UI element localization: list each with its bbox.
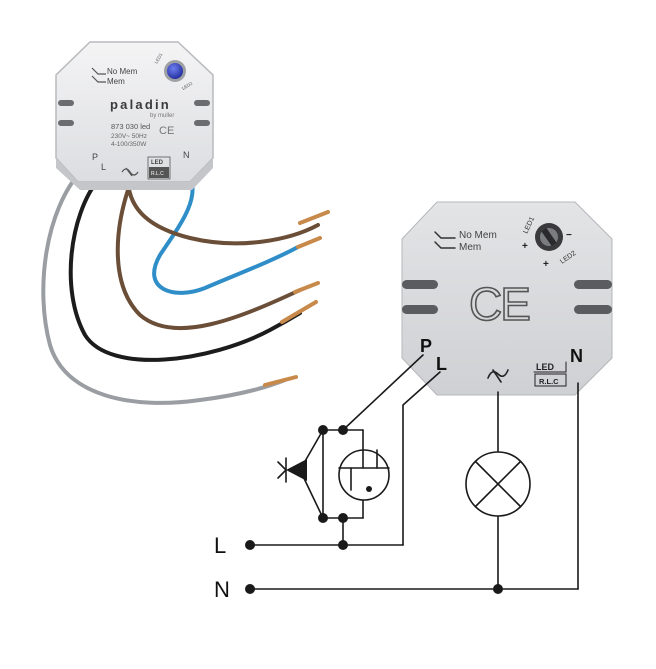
supply-n-label: N (214, 577, 230, 602)
wire-brown-short (126, 180, 320, 246)
schematic-terminal-p: P (420, 336, 432, 356)
schematic-vent-slot (402, 280, 438, 289)
schematic-terminal-l: L (436, 354, 447, 374)
wire-black-copper (280, 300, 318, 324)
product-power: 4-100/350W (111, 141, 147, 148)
wire-grey (41, 168, 287, 405)
wire-blue-copper (296, 236, 322, 249)
brand-sub: by muller (150, 113, 174, 119)
dimmer-knob (167, 63, 183, 79)
led-badge: LED R.L.C (147, 156, 171, 180)
junction-dots (245, 425, 503, 594)
wire-brown-long (115, 188, 302, 331)
diode-triangle (286, 459, 307, 481)
push-button-icon (338, 449, 390, 501)
schematic-vent-slot (574, 305, 612, 314)
module-side-shadow (56, 158, 213, 190)
schematic-load-symbol-icon (487, 369, 509, 383)
supply-l-label: L (214, 533, 226, 558)
schematic-vent-slot (402, 305, 438, 314)
terminal-p-label: P (92, 152, 98, 162)
product-voltage: 230V~ 50Hz (111, 133, 147, 140)
mode-switch-icon (91, 67, 106, 83)
mode-mem-label: Mem (107, 77, 125, 86)
wire-black (68, 178, 302, 362)
vent-slot (58, 100, 74, 106)
vent-slot (194, 120, 210, 126)
schematic-terminal-n: N (570, 346, 583, 366)
lamp-icon (465, 451, 531, 517)
schematic-module (401, 201, 613, 396)
load-symbol-icon (121, 167, 139, 177)
schematic-led-badge: LED R.L.C (533, 361, 567, 387)
terminal-n-label: N (183, 150, 190, 160)
schematic-mem-label: Mem (459, 242, 481, 253)
push-button-with-indicator (277, 429, 390, 519)
product-reference: 873 030 led (111, 122, 150, 131)
led-badge-led: LED (151, 160, 164, 166)
schematic-badge-rlc: R.L.C (539, 377, 559, 386)
knob-led1-label: LED1 (154, 52, 164, 65)
schematic-knob-plus: + (522, 241, 528, 252)
vent-slot (194, 100, 210, 106)
mode-no-mem-label: No Mem (107, 67, 138, 76)
schematic-badge-led: LED (536, 362, 555, 372)
wire-grey-copper (263, 375, 298, 387)
schematic-knob-slot (541, 227, 557, 247)
brand-name: paladin (110, 97, 171, 112)
schematic-ce-mark: CE (469, 278, 529, 330)
schematic-vent-slot (574, 280, 612, 289)
ce-mark: CE (159, 125, 174, 137)
wire-brown-copper-2 (293, 281, 320, 294)
schematic-knob-minus: − (566, 230, 572, 241)
wire-brown-copper-1 (298, 210, 330, 225)
schematic: No Mem Mem LED1 LED2 + − + CE P L N LED … (214, 201, 613, 602)
schematic-mode-switch-icon (434, 231, 456, 249)
vent-slot (58, 120, 74, 126)
wire-blue (152, 173, 300, 295)
schematic-no-mem-label: No Mem (459, 230, 497, 241)
led-badge-rlc: R.L.C (151, 171, 164, 177)
module-body (55, 41, 214, 183)
product-photo: No Mem Mem LED1 LED2 paladin by muller 8… (41, 41, 330, 405)
schematic-knob-plus2: + (543, 259, 549, 270)
knob-led2-label: LED2 (181, 81, 194, 91)
terminal-l-label: L (101, 162, 106, 172)
